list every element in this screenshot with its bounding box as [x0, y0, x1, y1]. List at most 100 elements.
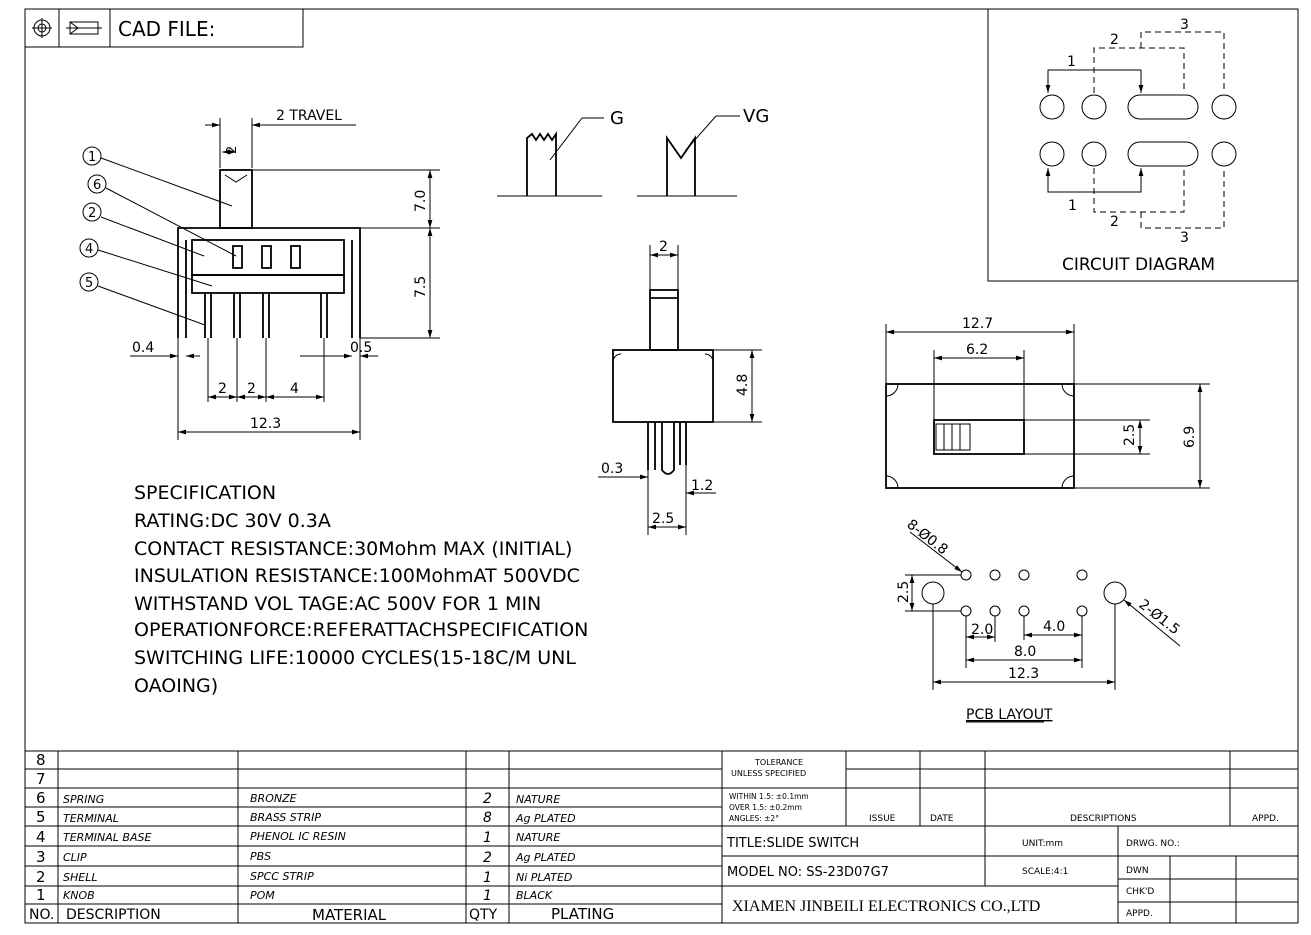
top-slot-length: 6.2 [966, 342, 988, 358]
bom-row-4-desc: TERMINAL BASE [63, 831, 151, 844]
callout-5: 5 [85, 276, 93, 291]
appd-label: APPD. [1126, 909, 1153, 919]
bom-row-1-qty: 1 [483, 888, 492, 904]
circuit-bottom-label-3: 3 [1180, 230, 1189, 246]
company-name: XIAMEN JINBEILI ELECTRONICS CO.,LTD [732, 898, 1040, 915]
bom-row-3-no: 3 [36, 848, 46, 866]
spec-line-3: INSULATION RESISTANCE:100MohmAT 500VDC [134, 565, 580, 587]
drawing-title: TITLE:SLIDE SWITCH [726, 836, 859, 851]
bom-table: 8 7 6 SPRING BRONZE 2 NATURE 5 TERMINAL … [25, 750, 1298, 924]
overall-width: 12.3 [250, 416, 281, 432]
bom-row-1-plating: BLACK [516, 889, 553, 902]
knob-vg-label: VG [743, 106, 769, 127]
end-pin-width: 1.2 [691, 478, 713, 494]
circuit-top-label-1: 1 [1067, 54, 1076, 70]
chkd-label: CHK'D [1126, 887, 1154, 897]
spec-line-4: WITHSTAND VOL TAGE:AC 500V FOR 1 MIN [134, 593, 541, 615]
spec-line-7: OAOING) [134, 675, 218, 697]
bom-row-8-no: 8 [36, 751, 46, 769]
pcb-layout: 8-Ø0.8 2-Ø1.5 2.5 2.0 4.0 8.0 12.3 PCB L… [896, 517, 1183, 723]
bom-header-no: NO. [29, 907, 54, 923]
tolerance-over: OVER 1.5: ±0.2mm [729, 803, 802, 812]
bom-row-5-plating: Ag PLATED [515, 812, 576, 825]
tolerance-angles: ANGLES: ±2° [729, 814, 779, 823]
circuit-bottom-label-1: 1 [1068, 198, 1077, 214]
top-width: 6.9 [1182, 426, 1198, 448]
bom-row-6-no: 6 [36, 789, 46, 807]
bom-row-3-qty: 2 [483, 850, 492, 866]
bom-header-material: MATERIAL [312, 906, 387, 924]
circuit-diagram-title: CIRCUIT DIAGRAM [1062, 255, 1215, 275]
tolerance-within: WITHIN 1.5: ±0.1mm [729, 792, 809, 801]
bom-row-4-plating: NATURE [516, 831, 560, 844]
top-length: 12.7 [962, 316, 993, 332]
travel-label: 2 TRAVEL [276, 108, 342, 124]
top-view: 2.5 6.9 12.7 6.2 [885, 316, 1210, 489]
bom-row-6-desc: SPRING [63, 793, 104, 806]
sheet-border [24, 8, 1299, 924]
bom-row-6-qty: 2 [483, 791, 492, 807]
bom-row-4-qty: 1 [483, 830, 492, 846]
knob-g-label: G [610, 108, 624, 129]
bom-row-2-no: 2 [36, 868, 46, 886]
dim-left: 0.4 [132, 340, 154, 356]
bom-header-plating: PLATING [551, 905, 614, 923]
projection-circle-icon [32, 18, 52, 38]
bom-header-qty: QTY [469, 907, 498, 923]
spec-line-0: SPECIFICATION [134, 482, 276, 504]
pcb-holes-large: 2-Ø1.5 [1136, 597, 1183, 639]
bom-row-7-no: 7 [36, 770, 46, 788]
pitch-2: 2 [247, 381, 256, 397]
cad-file-box: CAD FILE: [24, 8, 304, 48]
bom-row-1-material: POM [250, 889, 275, 902]
end-pin-thickness: 0.3 [601, 461, 623, 477]
height-top: 7.0 [413, 190, 429, 212]
drawing-number-label: DRWG. NO.: [1126, 839, 1180, 849]
bom-row-2-plating: Ni PLATED [516, 871, 572, 884]
bom-row-6-plating: NATURE [516, 793, 560, 806]
callout-1: 1 [88, 150, 96, 165]
pcb-pitch-small: 2.0 [971, 622, 993, 638]
bom-row-1-no: 1 [36, 886, 46, 904]
bom-row-2-desc: SHELL [63, 871, 97, 884]
knob-types: G VG [497, 106, 769, 197]
date-header: DATE [930, 814, 954, 824]
spec-line-2: CONTACT RESISTANCE:30Mohm MAX (INITIAL) [134, 538, 572, 560]
pitch-3: 4 [290, 381, 299, 397]
circuit-bottom-label-2: 2 [1110, 214, 1119, 230]
pitch-1: 2 [218, 381, 227, 397]
end-view: 2 4.8 0.3 1.2 2.5 [598, 239, 762, 535]
pcb-layout-title: PCB LAYOUT [966, 707, 1053, 723]
spec-line-5: OPERATIONFORCE:REFERATTACHSPECIFICATION [134, 619, 588, 641]
projection-cone-icon [66, 21, 102, 35]
top-slot-width: 2.5 [1122, 424, 1138, 446]
bom-row-3-material: PBS [250, 850, 271, 863]
bom-row-1-desc: KNOB [63, 889, 95, 902]
callout-6: 6 [93, 178, 101, 193]
appd-header: APPD. [1252, 814, 1279, 824]
cad-file-label: CAD FILE: [118, 17, 215, 41]
bom-row-2-material: SPCC STRIP [250, 870, 314, 883]
bom-row-4-material: PHENOL IC RESIN [250, 830, 346, 843]
circuit-top-label-3: 3 [1180, 17, 1189, 33]
specification: SPECIFICATION RATING:DC 30V 0.3A CONTACT… [134, 482, 588, 697]
circuit-top-label-2: 2 [1110, 32, 1119, 48]
tolerance-label-2: UNLESS SPECIFIED [731, 769, 806, 778]
dwn-label: DWN [1126, 866, 1149, 876]
bom-row-6-material: BRONZE [250, 792, 297, 805]
issue-header: ISSUE [869, 814, 896, 824]
unit-label: UNIT:mm [1022, 839, 1063, 849]
spec-line-6: SWITCHING LIFE:10000 CYCLES(15-18C/M UNL [134, 647, 576, 669]
dim-right: 0.5 [350, 340, 372, 356]
bom-row-5-no: 5 [36, 808, 46, 826]
circuit-diagram: 1 2 3 1 2 3 CIRCUIT DIAGRAM [987, 8, 1299, 282]
pcb-height: 2.5 [896, 581, 912, 603]
bom-row-3-desc: CLIP [63, 851, 87, 864]
bom-row-5-qty: 8 [483, 810, 492, 826]
scale-label: SCALE:4:1 [1022, 867, 1068, 877]
pcb-span-inner: 8.0 [1014, 644, 1036, 660]
model-number: MODEL NO: SS-23D07G7 [727, 865, 889, 880]
callout-4: 4 [85, 242, 93, 257]
bom-header-description: DESCRIPTION [66, 907, 161, 923]
